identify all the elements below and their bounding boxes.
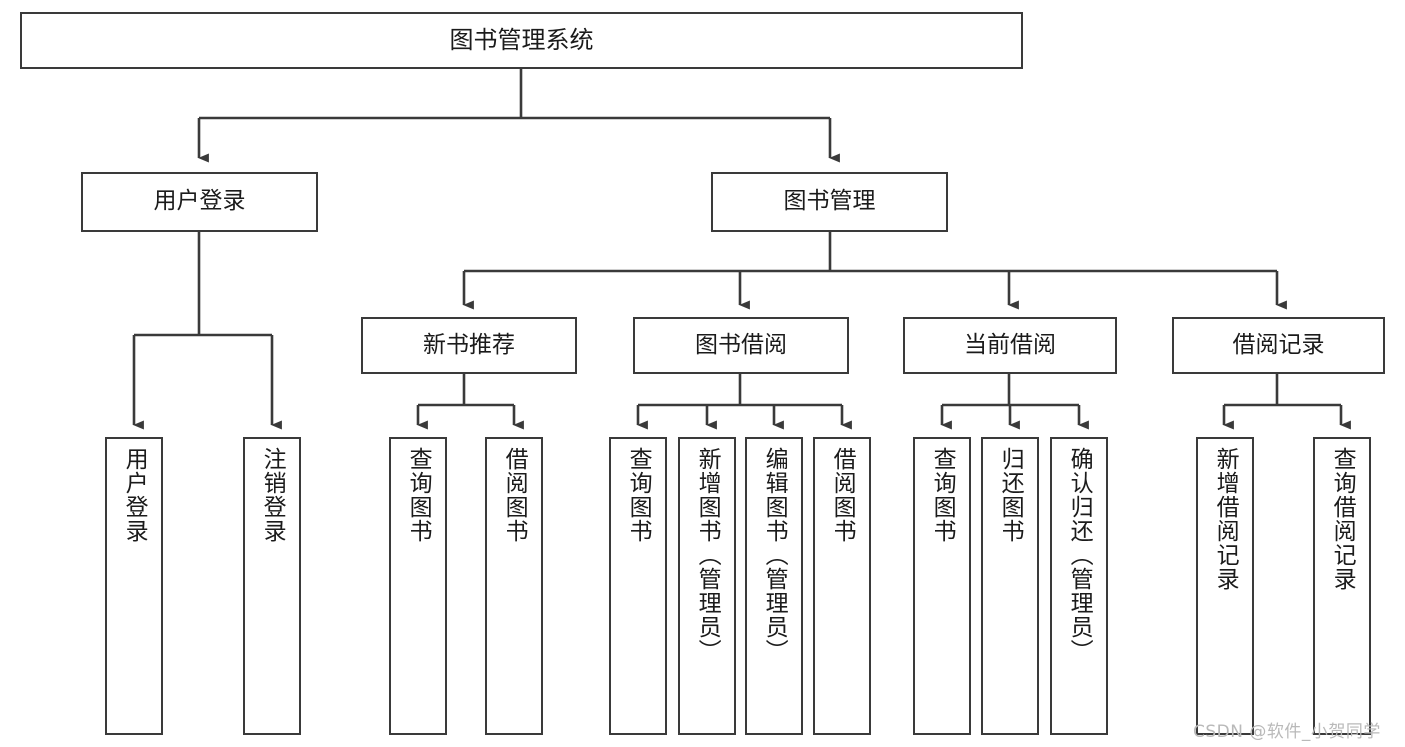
node-book-borrow[interactable]: 图书借阅 [633, 317, 849, 374]
node-leaf-confirm-return-admin[interactable]: 确认归还（管理员） [1050, 437, 1108, 735]
node-leaf-confirm-return-admin-label: 确认归还（管理员） [1066, 447, 1093, 663]
node-leaf-edit-book-admin[interactable]: 编辑图书（管理员） [745, 437, 803, 735]
node-leaf-edit-book-admin-label: 编辑图书（管理员） [761, 447, 788, 663]
node-leaf-borrow-book-1-label: 借阅图书 [501, 447, 528, 543]
node-leaf-user-login-label: 用户登录 [121, 447, 148, 543]
node-user-login[interactable]: 用户登录 [81, 172, 318, 232]
node-leaf-add-borrow-record[interactable]: 新增借阅记录 [1196, 437, 1254, 735]
node-borrow-record-label: 借阅记录 [1232, 331, 1325, 358]
node-leaf-query-book-2[interactable]: 查询图书 [609, 437, 667, 735]
node-root-system-label: 图书管理系统 [449, 26, 594, 55]
node-user-login-label: 用户登录 [153, 188, 246, 215]
node-leaf-return-book[interactable]: 归还图书 [981, 437, 1039, 735]
node-leaf-query-borrow-record-label: 查询借阅记录 [1329, 447, 1356, 591]
node-leaf-query-book-2-label: 查询图书 [625, 447, 652, 543]
node-leaf-borrow-book-2-label: 借阅图书 [829, 447, 856, 543]
node-new-book-recommend-label: 新书推荐 [423, 331, 515, 358]
node-current-borrow[interactable]: 当前借阅 [903, 317, 1117, 374]
node-current-borrow-label: 当前借阅 [964, 331, 1056, 358]
node-leaf-logout-login[interactable]: 注销登录 [243, 437, 301, 735]
node-leaf-query-book-1-label: 查询图书 [405, 447, 432, 543]
node-leaf-query-borrow-record[interactable]: 查询借阅记录 [1313, 437, 1371, 735]
node-book-borrow-label: 图书借阅 [695, 331, 787, 358]
node-book-management[interactable]: 图书管理 [711, 172, 948, 232]
node-leaf-user-login[interactable]: 用户登录 [105, 437, 163, 735]
node-leaf-query-book-1[interactable]: 查询图书 [389, 437, 447, 735]
node-leaf-query-book-3-label: 查询图书 [929, 447, 956, 543]
node-leaf-borrow-book-2[interactable]: 借阅图书 [813, 437, 871, 735]
node-leaf-add-borrow-record-label: 新增借阅记录 [1212, 447, 1239, 591]
node-leaf-add-book-admin[interactable]: 新增图书（管理员） [678, 437, 736, 735]
node-borrow-record[interactable]: 借阅记录 [1172, 317, 1385, 374]
node-book-management-label: 图书管理 [783, 188, 876, 215]
node-new-book-recommend[interactable]: 新书推荐 [361, 317, 577, 374]
node-leaf-query-book-3[interactable]: 查询图书 [913, 437, 971, 735]
node-leaf-add-book-admin-label: 新增图书（管理员） [694, 447, 721, 663]
node-leaf-return-book-label: 归还图书 [997, 447, 1024, 543]
node-root-system[interactable]: 图书管理系统 [20, 12, 1023, 69]
node-leaf-logout-login-label: 注销登录 [259, 447, 286, 543]
node-leaf-borrow-book-1[interactable]: 借阅图书 [485, 437, 543, 735]
